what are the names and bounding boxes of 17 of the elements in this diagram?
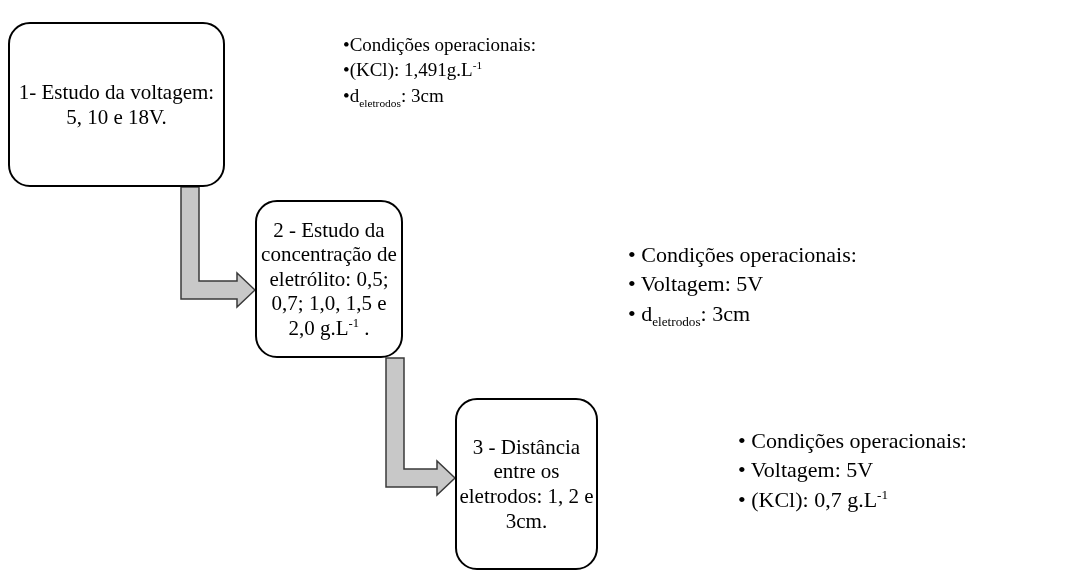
step-text: 3 - Distância entre os eletrodos: 1, 2 e 3cm.: [459, 434, 594, 534]
condition-bullet: •Condições operacionais:: [343, 33, 536, 57]
process-box: [455, 398, 598, 570]
condition-bullet: • d$_{eletrodos}$: 3cm: [628, 299, 752, 328]
process-box: [255, 200, 403, 358]
condition-bullet: •(KCl): 1,491g.L$^{-1}$: [343, 57, 484, 83]
process-box: [8, 22, 225, 187]
step-text: 2 - Estudo da concentração de eletrólito: 0,5; 0,7; 1,0, 1,5 e 2,0 g.L$^{-1}$ .: [260, 217, 398, 341]
condition-bullet: •d$_{eletrodos}$: 3cm: [343, 83, 445, 108]
bent-block-arrow: [385, 357, 457, 497]
bent-block-arrow: [180, 186, 257, 309]
condition-bullet: • Condições operacionais:: [628, 241, 857, 269]
condition-bullet: • Voltagem: 5V: [738, 456, 875, 485]
condition-bullet: • Condições operacionais:: [738, 427, 967, 455]
step-text: 1- Estudo da voltagem: 5, 10 e 18V.: [17, 79, 216, 130]
condition-bullet: • Voltagem: 5V: [628, 270, 765, 299]
condition-bullet: • (KCl): 0,7 g.L$^{-1}$: [738, 485, 890, 514]
